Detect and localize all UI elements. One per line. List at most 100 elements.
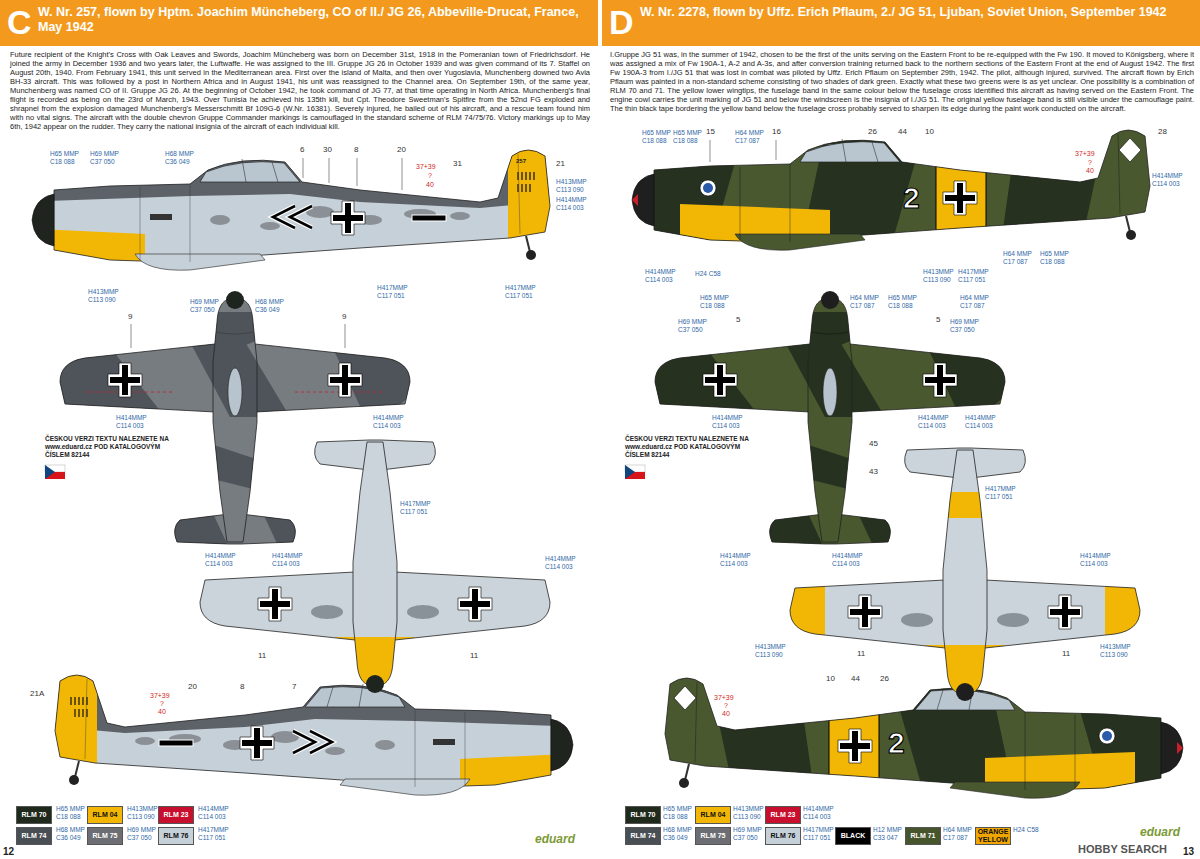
language-note: ČESKOU VERZI TEXTU NALEZNETE NA www.edua… <box>625 435 753 459</box>
callout-number: 37+39 <box>150 692 170 700</box>
color-swatch: RLM 70 <box>625 806 661 824</box>
paint-code: H65 MMP C18 088 <box>673 129 707 144</box>
paint-code: H417MMP C117 051 <box>958 268 992 283</box>
paint-code: H64 MMP C17 087 <box>1003 250 1037 265</box>
callout-number: 11 <box>1062 650 1070 659</box>
paint-code: H413MMP C113 090 <box>88 288 122 303</box>
color-swatch: RLM 74 <box>625 827 661 845</box>
color-swatch: RLM 23 <box>158 806 194 824</box>
code-letter: 2 <box>903 183 920 213</box>
paint-code: H12 MMP C33 047 <box>873 826 907 841</box>
color-name: RLM 76 <box>771 832 796 840</box>
color-swatch: RLM 04 <box>87 806 123 824</box>
paint-code: H68 MMP C36 049 <box>663 826 697 841</box>
paint-code: H414MMP C114 003 <box>373 414 407 429</box>
color-swatch: RLM 74 <box>16 827 52 845</box>
paint-code: H414MMP C114 003 <box>556 196 590 211</box>
callout-number: 21A <box>30 690 44 699</box>
color-swatch: BLACK <box>835 827 871 845</box>
paint-code: H417MMP C117 051 <box>377 284 411 299</box>
header-band: DW. Nr. 2278, flown by Uffz. Erich Pflau… <box>602 0 1200 46</box>
paint-code: H65 MMP C18 088 <box>700 294 734 309</box>
section-letter: C <box>7 5 32 39</box>
color-swatch: RLM 76 <box>765 827 801 845</box>
color-name: BLACK <box>841 832 866 840</box>
header-band: CW. Nr. 257, flown by Hptm. Joachim Münc… <box>0 0 598 46</box>
callout-number: 10 <box>925 128 934 137</box>
color-name: RLM 23 <box>164 811 189 819</box>
paint-code: H69 MMP C37 050 <box>127 826 161 841</box>
paint-code: H414MMP C114 003 <box>1080 552 1114 567</box>
paint-code: H414MMP C114 003 <box>205 552 239 567</box>
color-name: RLM 04 <box>93 811 118 819</box>
paint-code: H65 MMP C18 088 <box>1040 250 1074 265</box>
paint-code: H414MMP C114 003 <box>198 805 232 820</box>
left-profile <box>20 130 570 270</box>
bottom-view <box>185 427 565 697</box>
callout-number: 20 <box>188 683 197 692</box>
color-name: ORANGE YELLOW <box>976 828 1010 844</box>
paint-code: H24 C58 <box>1013 826 1047 834</box>
profile-title: W. Nr. 2278, flown by Uffz. Erich Pflaum… <box>640 5 1192 20</box>
callout-number: 15 <box>706 128 715 137</box>
paint-code: H413MMP C113 090 <box>755 643 789 658</box>
brand-logo: eduard <box>1140 826 1180 839</box>
paint-code: H417MMP C117 051 <box>198 826 232 841</box>
paint-code: H414MMP C114 003 <box>918 414 952 429</box>
profile-title: W. Nr. 257, flown by Hptm. Joachim Münch… <box>38 5 590 35</box>
callout-number: 21 <box>556 160 565 169</box>
callout-number: 26 <box>868 128 877 137</box>
paint-code: H68 MMP C36 049 <box>255 298 289 313</box>
leader-lines <box>131 140 776 348</box>
color-name: RLM 74 <box>631 832 656 840</box>
description-text: I.Gruppe JG 51 was, in the summer of 194… <box>610 50 1194 113</box>
callout-number: 40 <box>1086 167 1094 175</box>
callout-number: 6 <box>300 146 304 155</box>
callout-number: 44 <box>851 675 860 684</box>
callout-number: 44 <box>898 128 907 137</box>
callout-number: 43 <box>869 468 878 477</box>
callout-number: 30 <box>323 146 332 155</box>
color-swatch: RLM 23 <box>765 806 801 824</box>
czech-flag <box>625 465 645 479</box>
paint-code: H69 MMP C37 050 <box>90 150 124 165</box>
code-letter: 2 <box>888 728 905 758</box>
callout-number: 37+39 <box>1075 150 1095 158</box>
callout-number: ? <box>724 702 728 710</box>
paint-code: H417MMP C117 051 <box>985 485 1019 500</box>
callout-number: 45 <box>869 440 878 449</box>
paint-code: H413MMP C113 090 <box>556 178 590 193</box>
paint-code: H65 MMP C18 088 <box>50 150 84 165</box>
paint-code: H64 MMP C17 087 <box>735 129 769 144</box>
callout-number: 8 <box>240 683 244 692</box>
paint-code: H413MMP C113 090 <box>127 805 161 820</box>
callout-number: 37+39 <box>416 163 436 171</box>
color-name: RLM 70 <box>22 811 47 819</box>
czech-flag <box>45 465 65 479</box>
callout-number: 26 <box>880 675 889 684</box>
paint-code: H64 MMP C17 087 <box>960 294 994 309</box>
paint-code: H64 MMP C17 087 <box>943 826 977 841</box>
callout-number: 11 <box>258 652 266 661</box>
color-name: RLM 23 <box>771 811 796 819</box>
callout-number: 20 <box>397 146 406 155</box>
callout-number: 9 <box>128 313 132 322</box>
color-swatch: RLM 76 <box>158 827 194 845</box>
callout-number: 28 <box>1158 128 1167 137</box>
callout-number: ? <box>160 700 164 708</box>
color-swatch: RLM 75 <box>87 827 123 845</box>
paint-code: H413MMP C113 090 <box>923 268 957 283</box>
paint-code: H414MMP C114 003 <box>803 805 837 820</box>
color-name: RLM 75 <box>701 832 726 840</box>
paint-code: H65 MMP C18 088 <box>642 129 676 144</box>
color-name: RLM 71 <box>911 832 936 840</box>
callout-number: 9 <box>342 313 346 322</box>
color-swatch: RLM 71 <box>905 827 941 845</box>
paint-code: H414MMP C114 003 <box>116 414 150 429</box>
callout-number: 16 <box>772 128 781 137</box>
paint-code: H68 MMP C36 049 <box>165 150 199 165</box>
paint-code: H64 MMP C17 087 <box>850 294 884 309</box>
tail-number: 257 <box>516 158 526 164</box>
color-swatch: ORANGE YELLOW <box>975 827 1011 845</box>
paint-code: H69 MMP C37 050 <box>678 318 712 333</box>
